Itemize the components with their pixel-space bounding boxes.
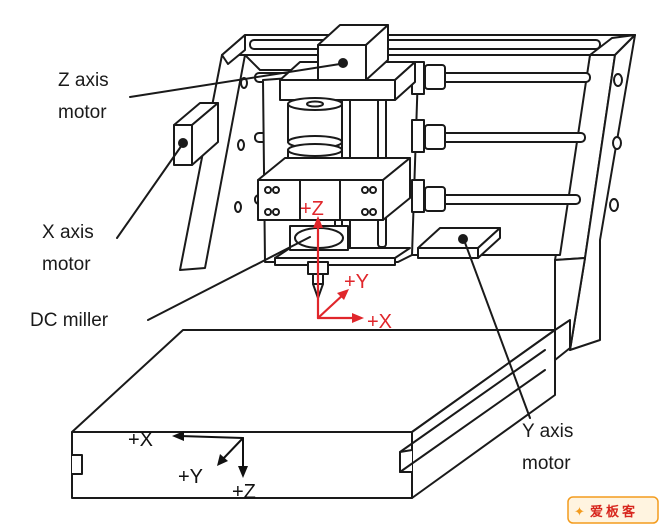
y-axis-motor bbox=[417, 227, 501, 259]
x-motor-label-line1: X axis bbox=[42, 222, 94, 243]
y-motor-label-line2: motor bbox=[522, 453, 571, 474]
tool-axis-z-label: +Z bbox=[300, 198, 324, 220]
svg-text:爱: 爱 bbox=[590, 504, 603, 520]
dc-miller-label: DC miller bbox=[30, 310, 109, 331]
x-motor-label-line2: motor bbox=[42, 254, 91, 275]
svg-text:客: 客 bbox=[622, 504, 636, 520]
z-motor-label-line2: motor bbox=[58, 102, 107, 123]
watermark-logo: ✦ 爱 板 客 bbox=[567, 496, 659, 524]
spindle-clamp bbox=[257, 157, 411, 299]
z-axis-motor bbox=[279, 24, 416, 101]
y-motor-label-line1: Y axis bbox=[522, 421, 573, 442]
y-motor-leader bbox=[463, 239, 531, 419]
bed-axis-x-label: +X bbox=[128, 429, 153, 451]
svg-text:✦: ✦ bbox=[574, 505, 585, 520]
tool-axis-y-label: +Y bbox=[344, 271, 369, 293]
z-motor-leader bbox=[129, 63, 341, 98]
bed-axis-z-label: +Z bbox=[232, 481, 256, 503]
dc-miller-leader bbox=[147, 236, 311, 321]
bed-axes bbox=[172, 431, 248, 478]
tool-axes bbox=[313, 216, 364, 323]
tool-axis-x-label: +X bbox=[367, 311, 392, 333]
x-motor-leader bbox=[116, 144, 183, 239]
machine-bed bbox=[71, 319, 571, 499]
bed-axis-y-label: +Y bbox=[178, 466, 203, 488]
svg-text:板: 板 bbox=[606, 504, 620, 520]
z-motor-label-line1: Z axis bbox=[58, 70, 109, 91]
